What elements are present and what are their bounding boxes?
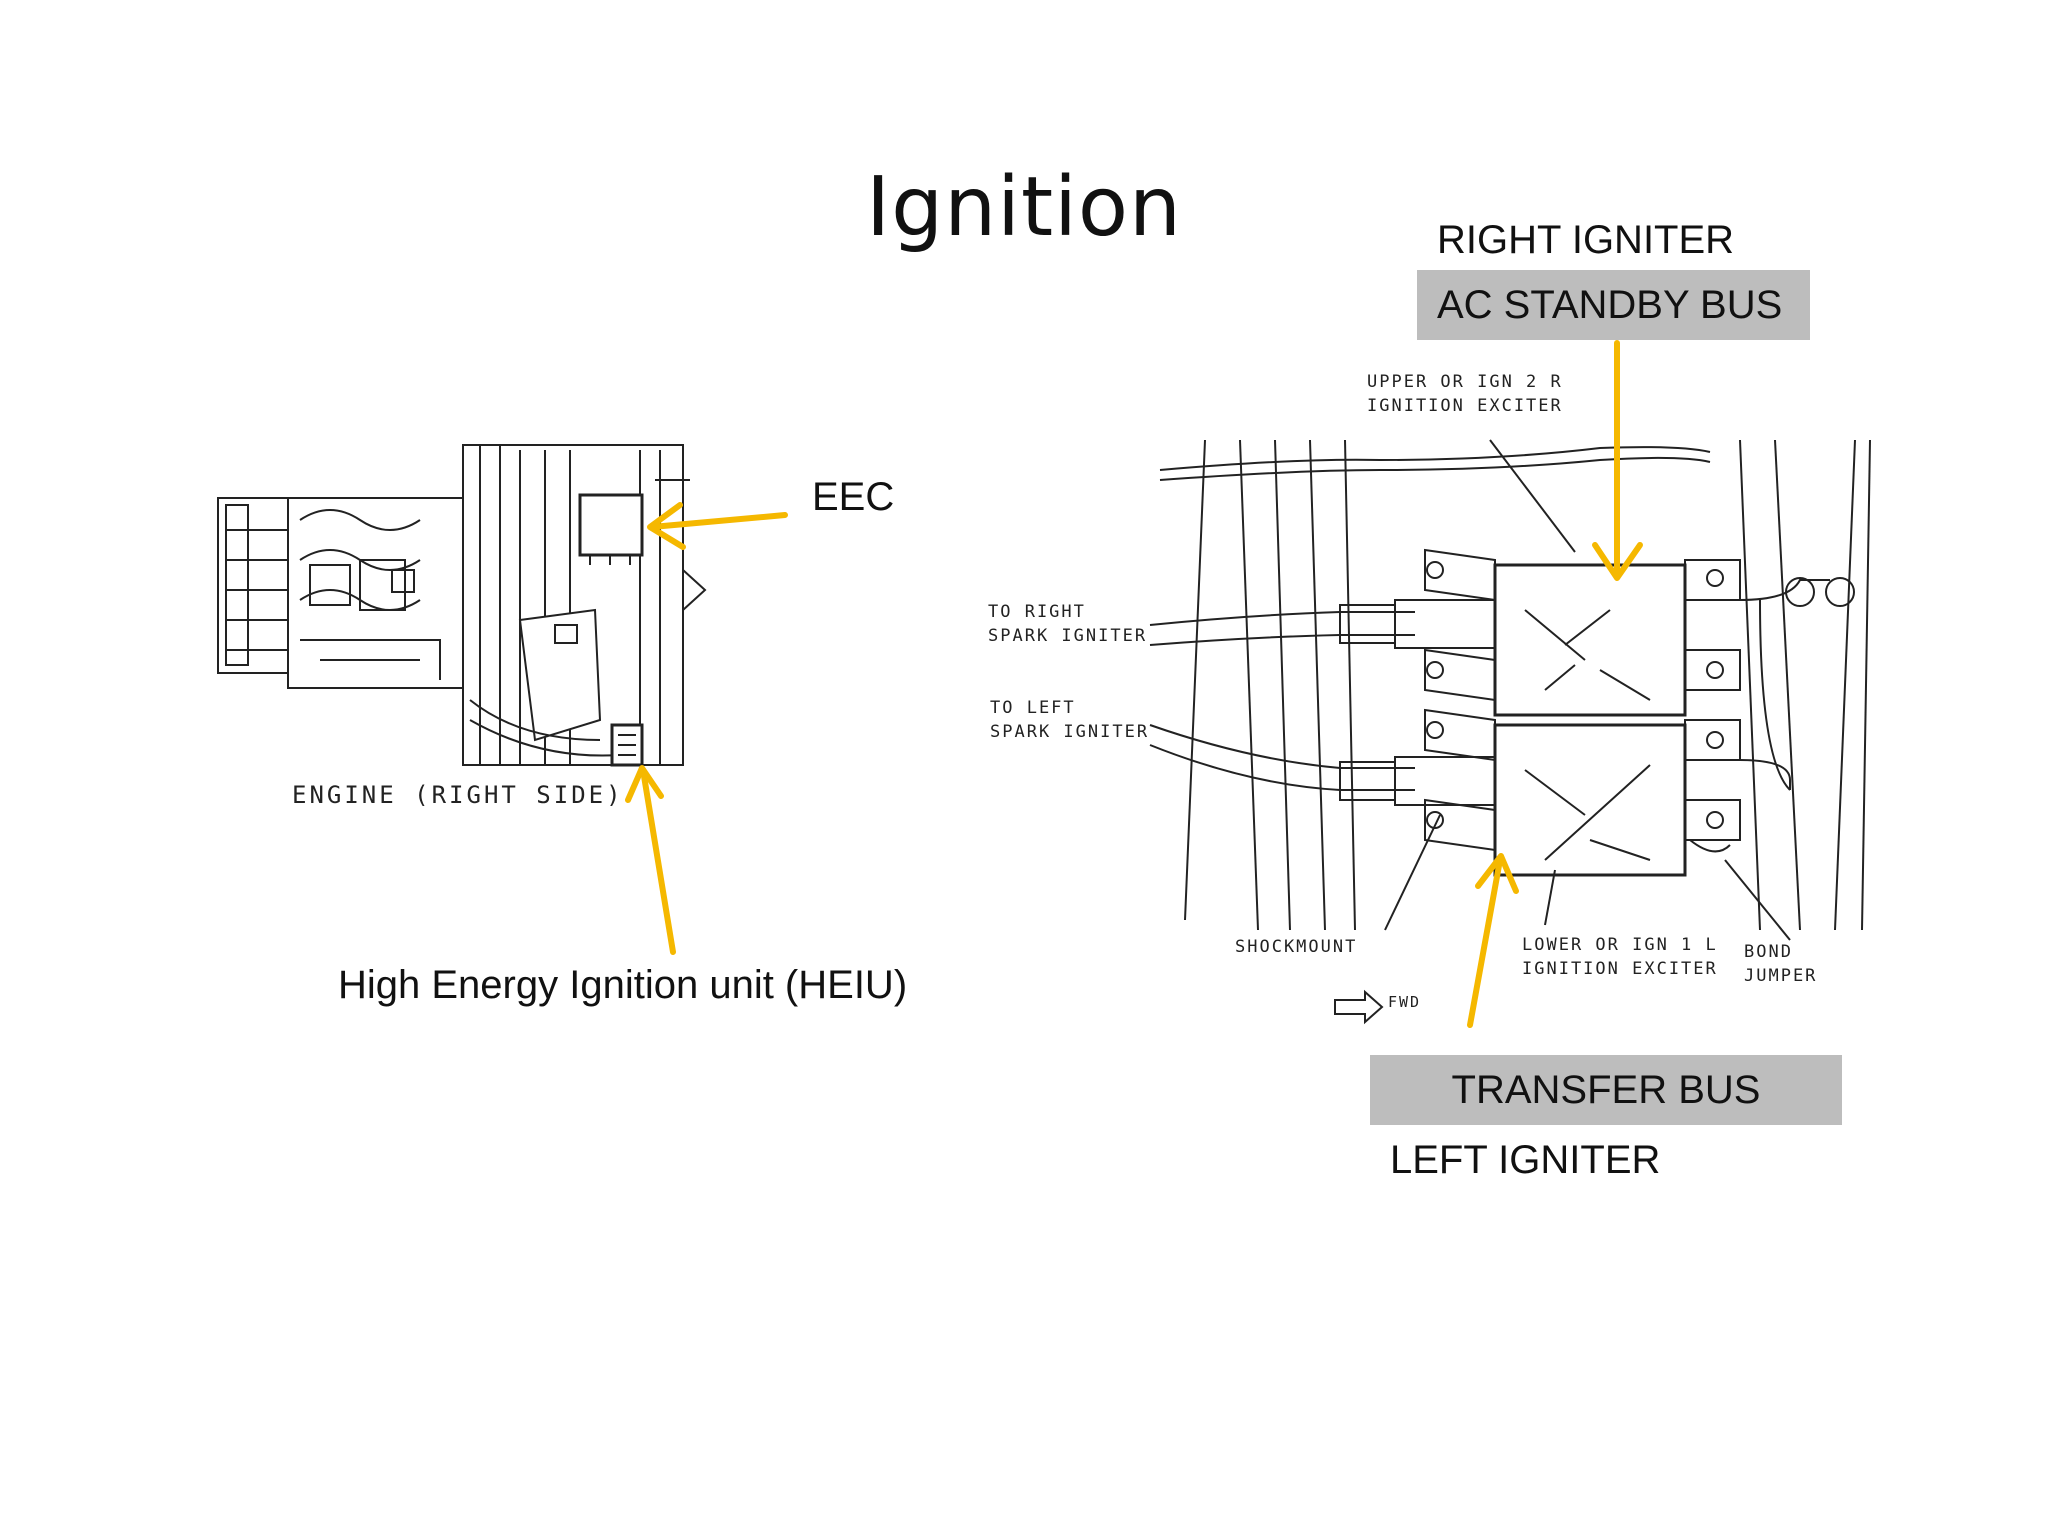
right-igniter-label: RIGHT IGNITER bbox=[1437, 218, 1735, 262]
ac-standby-bus-box: AC STANDBY BUS bbox=[1417, 270, 1810, 340]
to-left-igniter-label: TO LEFT SPARK IGNITER bbox=[990, 698, 1150, 742]
lower-exciter-label: LOWER OR IGN 1 L IGNITION EXCITER bbox=[1522, 935, 1718, 979]
heiu-arrow bbox=[625, 765, 676, 955]
heiu-label: High Energy Ignition unit (HEIU) bbox=[338, 963, 908, 1007]
ac-standby-arrow bbox=[1592, 340, 1643, 581]
callout-arrows bbox=[625, 340, 1643, 1028]
transfer-bus-box: TRANSFER BUS bbox=[1370, 1055, 1842, 1125]
to-right-igniter-label: TO RIGHT SPARK IGNITER bbox=[988, 602, 1148, 646]
fwd-label: FWD bbox=[1388, 993, 1422, 1011]
exciter-drawing bbox=[1149, 439, 1871, 1025]
upper-exciter-label: UPPER OR IGN 2 R IGNITION EXCITER bbox=[1367, 372, 1563, 416]
transfer-bus-arrow bbox=[1467, 853, 1519, 1028]
eec-label: EEC bbox=[812, 475, 895, 519]
left-igniter-label: LEFT IGNITER bbox=[1390, 1138, 1661, 1182]
engine-caption: ENGINE (RIGHT SIDE) bbox=[292, 781, 624, 809]
shockmount-label: SHOCKMOUNT bbox=[1235, 937, 1358, 957]
bond-jumper-label: BOND JUMPER bbox=[1744, 942, 1818, 986]
eec-arrow bbox=[647, 502, 788, 550]
slide-title: Ignition bbox=[865, 160, 1183, 255]
engine-drawing bbox=[217, 444, 707, 767]
